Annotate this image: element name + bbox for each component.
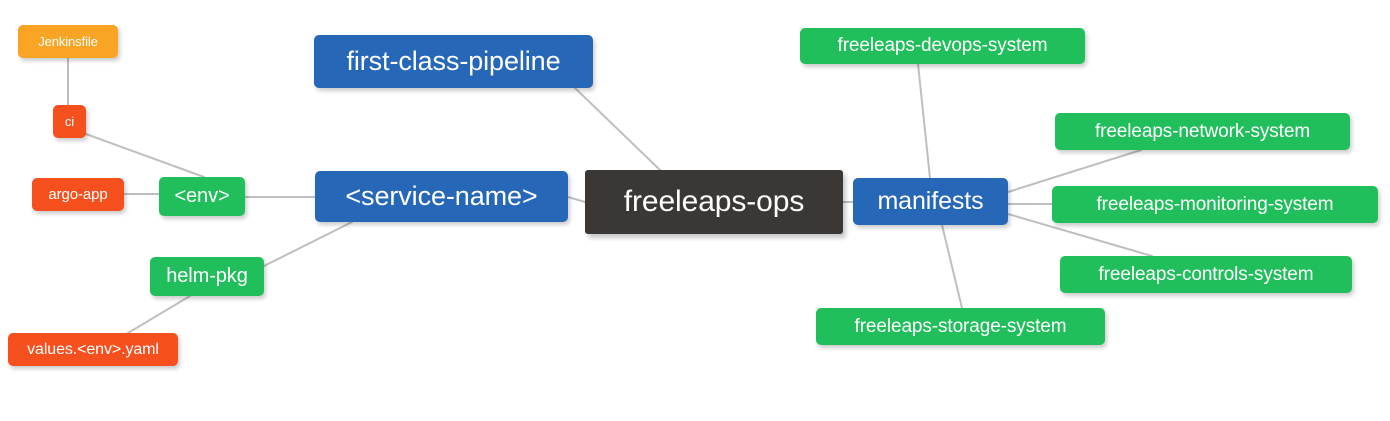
edge-manifests-to-freeleaps-devops-system: [917, 63, 931, 179]
node-label: freeleaps-network-system: [1094, 120, 1311, 142]
mindmap-node-freeleaps-ops[interactable]: freeleaps-ops: [585, 170, 843, 234]
edge-env-to-ci: [85, 133, 205, 178]
mindmap-node-freeleaps-devops-system[interactable]: freeleaps-devops-system: [800, 28, 1085, 64]
node-label: freeleaps-ops: [623, 185, 805, 218]
mindmap-node-freeleaps-monitoring-system[interactable]: freeleaps-monitoring-system: [1052, 186, 1378, 223]
mindmap-node-service-name[interactable]: <service-name>: [315, 171, 568, 222]
mindmap-node-freeleaps-network-system[interactable]: freeleaps-network-system: [1055, 113, 1350, 150]
mindmap-node-helm-pkg[interactable]: helm-pkg: [150, 257, 264, 296]
mindmap-node-env[interactable]: <env>: [159, 177, 245, 216]
node-label: <env>: [174, 185, 230, 207]
mindmap-node-jenkinsfile[interactable]: Jenkinsfile: [18, 25, 118, 58]
node-label: freeleaps-storage-system: [854, 315, 1067, 337]
node-label: first-class-pipeline: [346, 46, 561, 76]
node-label: argo-app: [48, 186, 108, 203]
edge-service-name-to-helm-pkg: [263, 221, 353, 267]
node-label: <service-name>: [345, 181, 538, 211]
node-label: helm-pkg: [166, 265, 248, 287]
node-label: freeleaps-controls-system: [1098, 263, 1314, 285]
edge-freeleaps-ops-to-first-class-pipeline: [574, 87, 661, 171]
mindmap-node-argo-app[interactable]: argo-app: [32, 178, 124, 211]
mindmap-node-freeleaps-storage-system[interactable]: freeleaps-storage-system: [816, 308, 1105, 345]
mindmap-node-ci[interactable]: ci: [53, 105, 86, 138]
edge-freeleaps-ops-to-service-name: [567, 196, 586, 203]
node-label: values.<env>.yaml: [27, 340, 159, 358]
node-label: freeleaps-monitoring-system: [1096, 193, 1334, 215]
edge-helm-pkg-to-values-env-yaml: [127, 295, 191, 334]
mindmap-node-values-env-yaml[interactable]: values.<env>.yaml: [8, 333, 178, 366]
node-label: Jenkinsfile: [38, 34, 98, 49]
mindmap-node-first-class-pipeline[interactable]: first-class-pipeline: [314, 35, 593, 88]
node-label: manifests: [877, 187, 984, 215]
edge-manifests-to-freeleaps-storage-system: [941, 224, 963, 309]
node-label: ci: [64, 114, 75, 129]
node-label: freeleaps-devops-system: [837, 35, 1048, 56]
mindmap-node-freeleaps-controls-system[interactable]: freeleaps-controls-system: [1060, 256, 1352, 293]
mindmap-node-manifests[interactable]: manifests: [853, 178, 1008, 225]
